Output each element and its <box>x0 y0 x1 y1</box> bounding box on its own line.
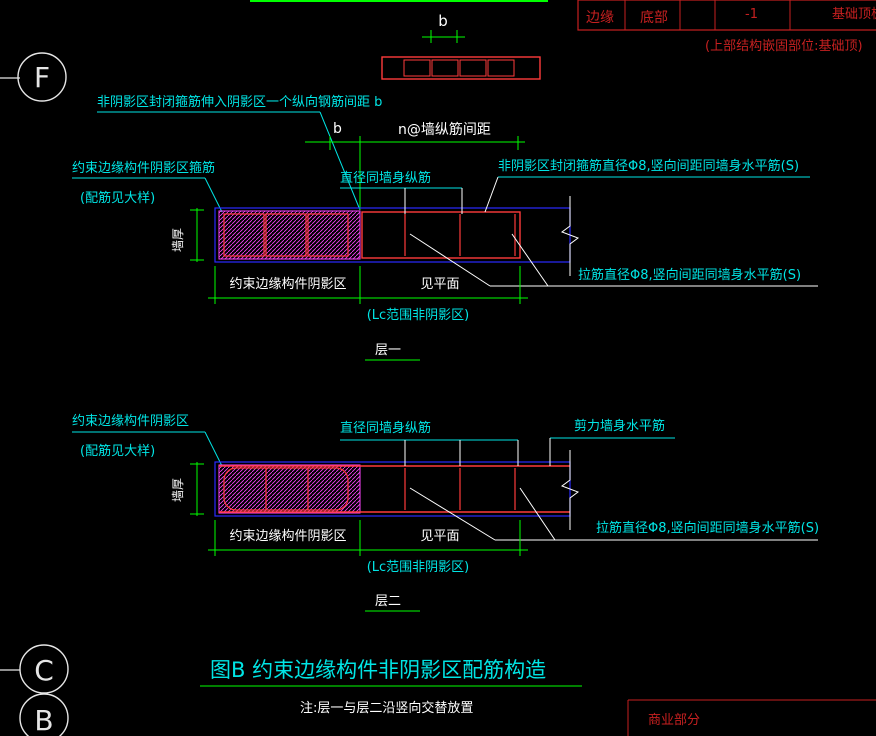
layer2-tie-bar: 拉筋直径Φ8,竖向间距同墙身水平筋(S) <box>596 520 819 536</box>
axis-label-b: B <box>34 704 53 736</box>
layer2-horizontal-bar: 剪力墙身水平筋 <box>574 418 665 434</box>
layer1-vertical-bar: 直径同墙身纵筋 <box>340 170 431 186</box>
title-block-cell1: 边缘 <box>586 10 614 26</box>
layer2-lc-range: (Lc范围非阴影区) <box>367 560 470 575</box>
layer2-shadow-zone: 约束边缘构件阴影区 <box>229 529 346 544</box>
title-block-cell3: -1 <box>745 7 758 22</box>
top-dimension: b <box>422 12 465 43</box>
layer2-vertical-bar: 直径同墙身纵筋 <box>340 420 431 436</box>
layer1-caption: 层一 <box>375 343 401 358</box>
title-block-cell4: 基础顶板 <box>832 7 876 22</box>
axis-bubble-f: F <box>0 52 67 102</box>
title-block-note: (上部结构嵌固部位:基础顶) <box>705 39 863 54</box>
title-block-cell2: 底部 <box>640 10 668 26</box>
axis-label-f: F <box>34 61 50 94</box>
layer1-wall-thickness: 墙厚 <box>171 228 185 252</box>
layer2-left-label-2: (配筋见大样) <box>80 443 155 459</box>
sample-rebar-detail <box>381 56 541 80</box>
layer1-leader-top: 非阴影区封闭箍筋伸入阴影区一个纵向钢筋间距 b <box>97 94 382 110</box>
axis-bubble-c: C <box>0 644 69 694</box>
title-block: 边缘 底部 -1 基础顶板 (上部结构嵌固部位:基础顶) <box>577 0 876 54</box>
layer2-see-plan: 见平面 <box>420 529 459 544</box>
layer1-dim-spacing: n@墙纵筋间距 <box>398 121 491 138</box>
layer2-left-label-1: 约束边缘构件阴影区 <box>72 414 189 429</box>
layer1-shadow-zone: 约束边缘构件阴影区 <box>229 277 346 292</box>
axis-label-c: C <box>34 654 54 687</box>
layer1-closed-stirrup: 非阴影区封闭箍筋直径Φ8,竖向间距同墙身水平筋(S) <box>498 158 799 174</box>
top-dim-label: b <box>438 12 448 30</box>
layer1-left-label-2: (配筋见大样) <box>80 190 155 206</box>
layer1-lc-range: (Lc范围非阴影区) <box>367 308 470 323</box>
axis-bubble-b: B <box>19 693 69 736</box>
layer2-wall-thickness: 墙厚 <box>171 478 185 502</box>
layer1-detail: 非阴影区封闭箍筋伸入阴影区一个纵向钢筋间距 b b n@墙纵筋间距 约束边缘构件… <box>72 94 818 361</box>
layer1-dim-b: b <box>333 121 342 137</box>
layer2-caption: 层二 <box>375 594 401 609</box>
layer1-left-label-1: 约束边缘构件阴影区箍筋 <box>72 160 215 176</box>
corner-block: 商业部分 <box>627 699 876 736</box>
layer2-detail: 约束边缘构件阴影区 (配筋见大样) 墙厚 直径同墙身纵筋 剪力墙身水平筋 <box>72 414 819 612</box>
figure-note: 注:层一与层二沿竖向交替放置 <box>300 700 473 716</box>
figure-title: 图B 约束边缘构件非阴影区配筋构造 <box>210 658 546 682</box>
layer1-tie-bar: 拉筋直径Φ8,竖向间距同墙身水平筋(S) <box>578 267 801 283</box>
layer1-see-plan: 见平面 <box>420 277 459 292</box>
corner-label: 商业部分 <box>648 713 700 728</box>
